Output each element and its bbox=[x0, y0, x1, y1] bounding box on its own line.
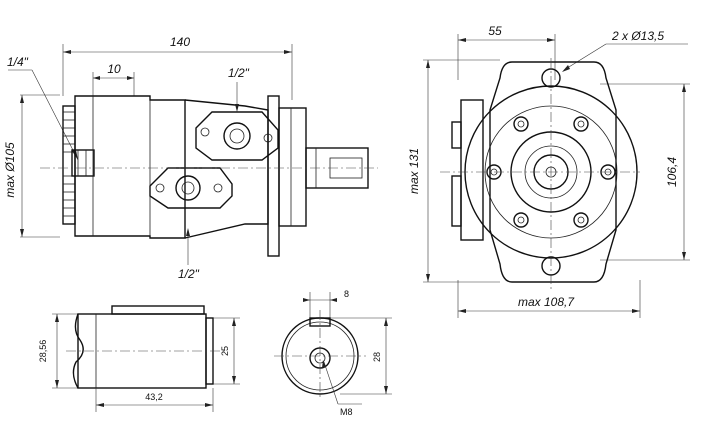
dim-overall-length: 140 bbox=[170, 35, 190, 49]
shaft-end-view: 8 28 M8 bbox=[274, 289, 392, 417]
shaft-side-view: 28,56 25 43,2 bbox=[38, 305, 240, 412]
front-view: 55 2 x Ø13,5 max 131 106,4 max 108,7 bbox=[407, 24, 690, 318]
dim-shaft-dia: 28,56 bbox=[38, 340, 48, 363]
dim-key-slot: 8 bbox=[344, 289, 349, 299]
dim-pilot-spacing: 106,4 bbox=[665, 157, 679, 187]
dim-shaft-height: 28 bbox=[372, 352, 382, 362]
side-view: 140 10 1/4" max Ø105 bbox=[3, 35, 378, 281]
dim-width: max 108,7 bbox=[518, 295, 575, 309]
dim-body-dia: max Ø105 bbox=[3, 142, 17, 198]
dim-shaft-length: 43,2 bbox=[145, 392, 163, 402]
dim-port-b: 1/2" bbox=[178, 267, 200, 281]
dim-flange-offset: 10 bbox=[107, 62, 121, 76]
dim-port-top: 1/4" bbox=[7, 55, 29, 69]
dim-port-a: 1/2" bbox=[228, 66, 250, 80]
dim-key-width: 25 bbox=[220, 346, 230, 356]
dim-bolt-spacing: 55 bbox=[488, 24, 502, 38]
dim-thread: M8 bbox=[340, 407, 353, 417]
dim-bolt-holes: 2 x Ø13,5 bbox=[611, 29, 664, 43]
dim-height: max 131 bbox=[407, 148, 421, 194]
